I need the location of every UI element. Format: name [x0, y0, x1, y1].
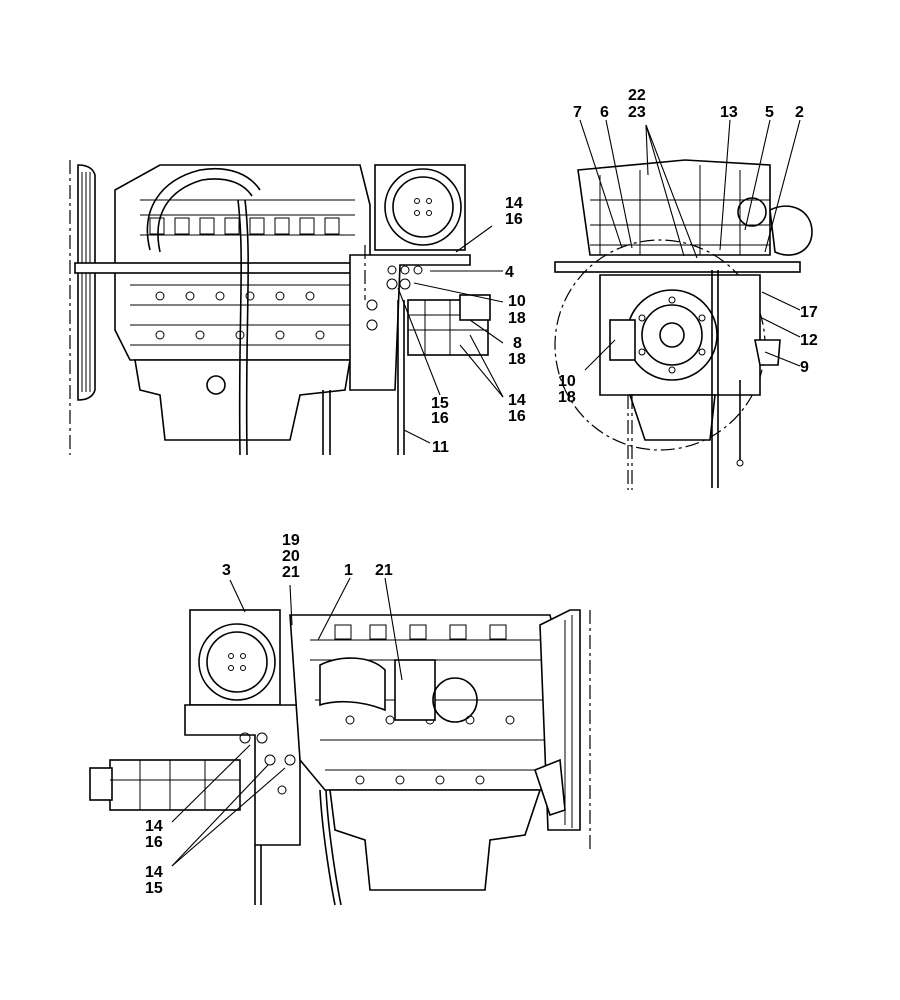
engine-side-view-left [69, 160, 491, 456]
callout-18: 18 [508, 351, 526, 368]
callout-16: 16 [145, 834, 163, 851]
callout-14: 14 [505, 195, 523, 212]
callout-20: 20 [282, 548, 300, 565]
callout-14: 14 [145, 818, 163, 835]
callout-17: 17 [800, 304, 818, 321]
callout-8: 8 [513, 335, 522, 352]
callout-23: 23 [628, 104, 646, 121]
callout-18: 18 [558, 389, 576, 406]
callout-7: 7 [573, 104, 582, 121]
callout-10: 10 [558, 373, 576, 390]
callout-9: 9 [800, 359, 809, 376]
callout-4: 4 [505, 264, 514, 281]
callout-22: 22 [628, 87, 646, 104]
callout-16: 16 [508, 408, 526, 425]
callout-15: 15 [431, 395, 449, 412]
callout-16: 16 [431, 410, 449, 427]
callouts-bottom: 19 20 21 3 1 21 14 16 14 15 [145, 532, 393, 897]
callouts-top-right: 22 23 7 6 13 5 2 17 12 9 10 18 [558, 87, 818, 406]
callout-6: 6 [600, 104, 609, 121]
callout-21: 21 [375, 562, 393, 579]
callout-13: 13 [720, 104, 738, 121]
callout-12: 12 [800, 332, 818, 349]
callout-16: 16 [505, 211, 523, 228]
callout-1: 1 [344, 562, 353, 579]
callout-15: 15 [145, 880, 163, 897]
callout-19: 19 [282, 532, 300, 549]
callout-10: 10 [508, 293, 526, 310]
callout-11: 11 [432, 439, 449, 456]
engine-rear-view-right [554, 159, 813, 490]
callout-14: 14 [145, 864, 163, 881]
callout-2: 2 [795, 104, 804, 121]
callout-3: 3 [222, 562, 231, 579]
engine-side-view-bottom [89, 609, 591, 906]
callout-18: 18 [508, 310, 526, 327]
callouts-top-left: 14 16 4 10 18 8 18 15 16 14 16 11 [431, 195, 526, 456]
callout-21: 21 [282, 564, 300, 581]
callout-5: 5 [765, 104, 774, 121]
leader-lines [171, 119, 801, 867]
callout-14: 14 [508, 392, 526, 409]
